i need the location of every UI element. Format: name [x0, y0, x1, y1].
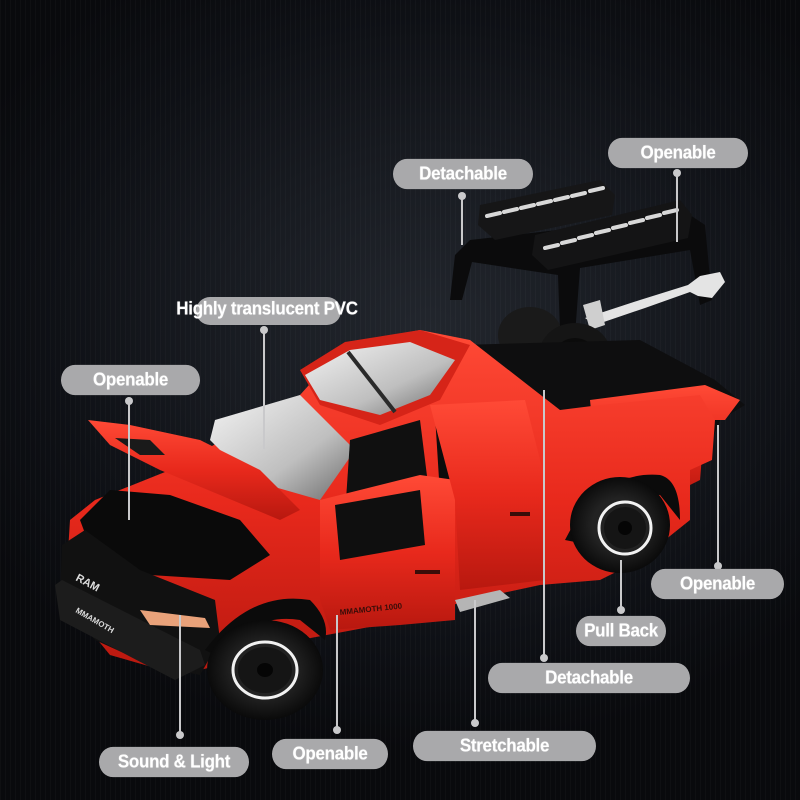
- callout-door-openable: Openable: [272, 738, 388, 770]
- callout-label: Stretchable: [459, 735, 550, 756]
- callout-label: Detachable: [545, 667, 633, 688]
- leader-dot: [260, 326, 268, 334]
- callout-label: Highly translucent PVC: [176, 298, 358, 319]
- callout-label: Pull Back: [584, 620, 658, 641]
- leader-dot: [125, 397, 133, 405]
- leader-door: [336, 615, 338, 727]
- callout-roof-rack-detachable: Detachable: [393, 158, 533, 190]
- front-wheel: [207, 620, 323, 720]
- callout-label: Openable: [679, 573, 756, 594]
- callout-label: Openable: [640, 142, 716, 163]
- callout-label: Sound & Light: [117, 751, 231, 772]
- leader-rack-box: [676, 172, 678, 242]
- roof-rack: [450, 180, 725, 335]
- leader-hood: [128, 400, 130, 520]
- callout-wheels-pull-back: Pull Back: [576, 615, 666, 647]
- leader-dot: [333, 726, 341, 734]
- leader-roof-rack: [461, 195, 463, 245]
- callout-windows-pvc: Highly translucent PVC: [172, 294, 362, 324]
- callout-headlight-sound-light: Sound & Light: [99, 746, 249, 778]
- leader-headlight: [179, 615, 181, 735]
- leader-step: [474, 600, 476, 720]
- leader-windows: [263, 329, 265, 449]
- leader-spare-tire: [543, 390, 545, 658]
- callout-rack-box-openable: Openable: [608, 137, 748, 169]
- leader-dot: [471, 719, 479, 727]
- leader-dot: [714, 562, 722, 570]
- callout-windows-bg: [196, 297, 341, 325]
- callout-label: Openable: [292, 743, 368, 764]
- leader-dot: [673, 169, 681, 177]
- callout-hood-openable: Openable: [61, 364, 200, 396]
- callout-spare-tire-detachable: Detachable: [488, 662, 690, 694]
- leader-dot: [176, 731, 184, 739]
- leader-wheels: [620, 560, 622, 610]
- leader-tailgate: [717, 425, 719, 565]
- callout-step-stretchable: Stretchable: [413, 730, 596, 762]
- leader-dot: [540, 654, 548, 662]
- callout-label: Detachable: [419, 163, 507, 184]
- callout-label: Openable: [92, 369, 169, 390]
- leader-dot: [617, 606, 625, 614]
- leader-dot: [458, 192, 466, 200]
- callout-tailgate-openable: Openable: [651, 568, 784, 600]
- rear-wheel: [570, 477, 670, 573]
